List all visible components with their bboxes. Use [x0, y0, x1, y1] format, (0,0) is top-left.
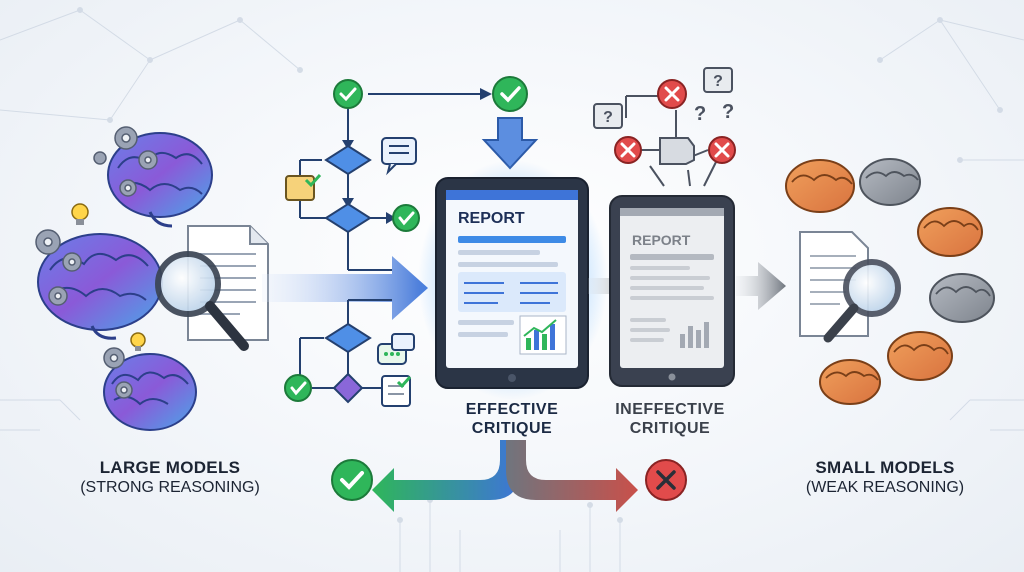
ineffective-label-line1: INEFFECTIVE: [615, 401, 725, 418]
gear-icon: [93, 126, 158, 197]
lightbulb-icon: [71, 203, 89, 225]
cross-icon: [614, 136, 642, 164]
effective-report-tablet: [418, 160, 608, 400]
checklist-icon: [381, 375, 412, 407]
svg-text:?: ?: [603, 109, 613, 126]
arrow-to-small-models: [736, 262, 786, 310]
ineffective-report-tablet: [609, 195, 735, 387]
check-icon: [333, 79, 363, 109]
effective-critique-label: EFFECTIVE CRITIQUE: [432, 400, 592, 438]
brain-icon: [785, 159, 855, 213]
background-network: [0, 7, 1024, 572]
arrow-down-into-report: [481, 117, 539, 170]
svg-text:?: ?: [694, 103, 706, 125]
chat-bubble-icon: [377, 333, 415, 365]
brain-icon: [917, 207, 983, 257]
broken-document-icon: [659, 137, 695, 165]
magnifier-icon: [155, 251, 249, 351]
svg-text:?: ?: [713, 73, 723, 90]
brain-icon: [929, 273, 995, 323]
reasoning-flowchart: [284, 79, 492, 407]
question-mark-icon: ??: [694, 101, 734, 125]
decision-diamond: [332, 372, 364, 404]
decision-diamond: [324, 322, 372, 354]
large-models-title: LARGE MODELS: [99, 458, 241, 477]
cross-icon: [657, 79, 687, 109]
small-models-title: SMALL MODELS: [815, 458, 955, 477]
check-icon: [392, 204, 420, 232]
ineffective-report-title: REPORT: [632, 232, 691, 248]
arrowhead: [480, 88, 492, 100]
note-check-icon: [285, 173, 322, 201]
small-models-subtitle: (WEAK REASONING): [805, 479, 965, 497]
decision-diamond: [324, 202, 372, 234]
bar-chart-icon: [680, 322, 709, 348]
outcome-success-arrow: [372, 440, 520, 512]
brain-icon: [859, 158, 921, 206]
brain-icon: [107, 132, 213, 228]
check-icon: [284, 374, 312, 402]
svg-text:?: ?: [722, 101, 734, 123]
check-icon: [331, 459, 373, 501]
gear-icon: [35, 229, 82, 306]
brain-icon: [819, 359, 881, 405]
check-icon: [492, 76, 528, 112]
lightbulb-icon: [130, 332, 146, 351]
gear-icon: [103, 347, 133, 399]
outcome-failure-arrow: [506, 440, 638, 512]
effective-label-line1: EFFECTIVE: [465, 401, 559, 418]
ineffective-confusion-cluster: [625, 95, 717, 187]
large-models-caption: LARGE MODELS (STRONG REASONING): [40, 458, 300, 498]
arrow-to-effective-report: [262, 256, 428, 320]
decision-diamond: [324, 144, 372, 176]
cross-icon: [645, 459, 687, 501]
magnifier-icon: [823, 259, 901, 343]
brain-icon: [887, 331, 953, 381]
large-models-subtitle: (STRONG REASONING): [80, 479, 260, 497]
effective-report-title: REPORT: [458, 210, 525, 227]
small-models-caption: SMALL MODELS (WEAK REASONING): [770, 458, 1000, 498]
question-bubble-icon: ?: [703, 67, 733, 93]
question-bubble-icon: ?: [593, 103, 623, 129]
cross-icon: [708, 136, 736, 164]
small-models-cluster: [785, 158, 995, 405]
bar-chart-icon: [519, 315, 567, 355]
large-models-cluster: [35, 126, 269, 431]
ineffective-label-line2: CRITIQUE: [629, 420, 711, 438]
effective-label-line2: CRITIQUE: [471, 420, 553, 438]
ineffective-critique-label: INEFFECTIVE CRITIQUE: [580, 400, 760, 438]
chat-bubble-icon: [381, 137, 417, 176]
